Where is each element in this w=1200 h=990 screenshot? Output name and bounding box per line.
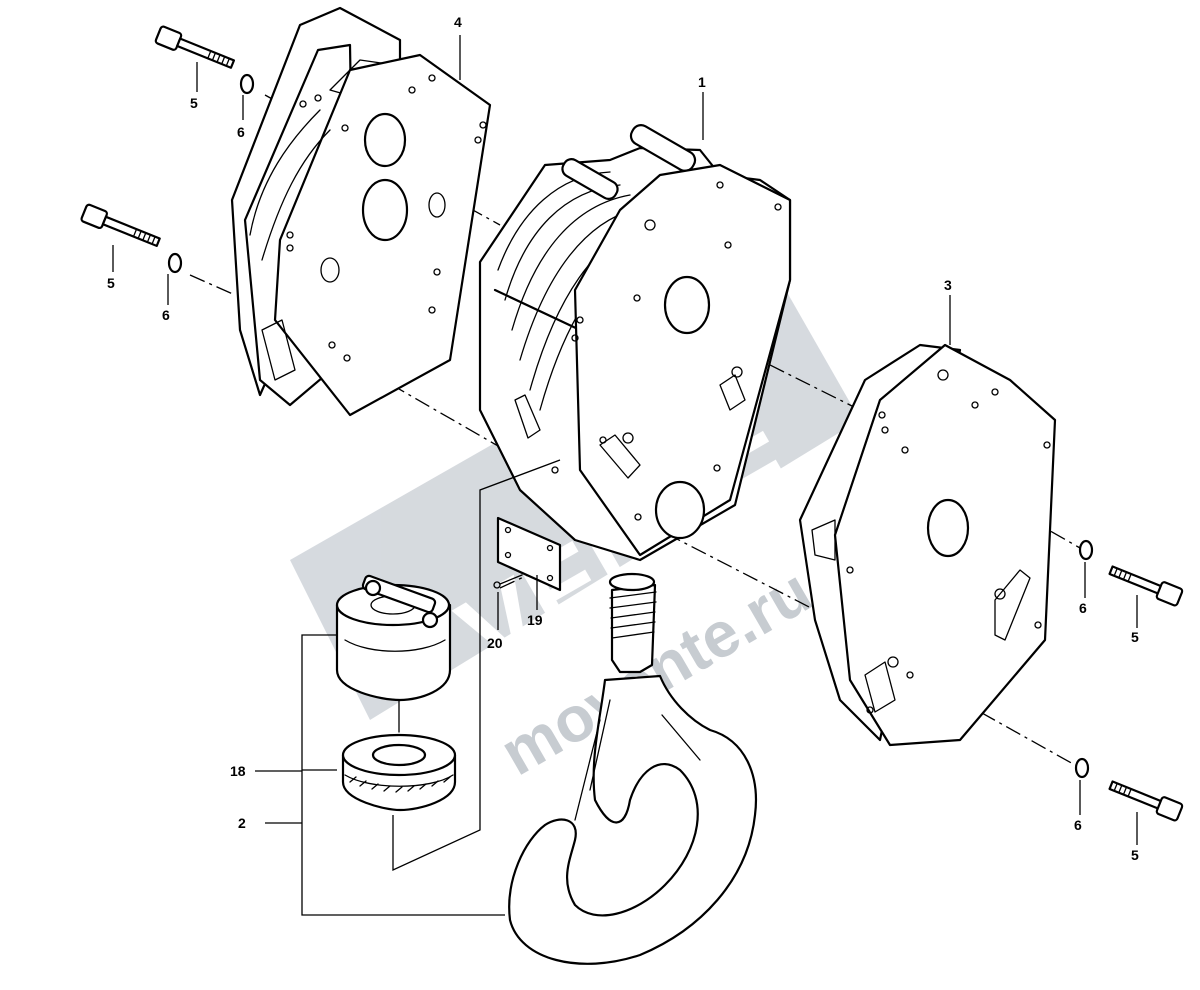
bolt-lower-right <box>1108 780 1184 822</box>
callout-leaders <box>112 35 1138 845</box>
callout-labels: 4 1 3 5 6 5 6 6 5 6 5 19 20 18 2 <box>107 14 1139 863</box>
bolt-upper-left <box>154 25 236 69</box>
callout-4: 4 <box>454 14 462 30</box>
washer-upper-left <box>239 73 255 95</box>
bolt-mid-left <box>80 203 161 248</box>
nameplate-icon <box>493 516 562 592</box>
callout-6a: 6 <box>237 124 245 140</box>
washer-mid-right <box>1078 539 1094 561</box>
thrust-bearing-icon <box>341 699 457 812</box>
callout-20: 20 <box>487 635 503 651</box>
callout-5a: 5 <box>190 95 198 111</box>
side-plate-right-icon <box>798 343 1057 747</box>
callout-19: 19 <box>527 612 543 628</box>
hook-icon <box>508 572 757 965</box>
callout-6d: 6 <box>1074 817 1082 833</box>
washer-mid-left <box>167 252 183 274</box>
callout-1: 1 <box>698 74 706 90</box>
washer-lower-right <box>1074 757 1090 779</box>
callout-6b: 6 <box>162 307 170 323</box>
callout-18: 18 <box>230 763 246 779</box>
callout-3: 3 <box>944 277 952 293</box>
side-plate-left-icon <box>230 6 492 417</box>
callout-5c: 5 <box>1131 629 1139 645</box>
callout-5b: 5 <box>107 275 115 291</box>
sheave-block-icon <box>478 124 792 562</box>
nut-housing-icon <box>335 574 452 702</box>
bolt-mid-right <box>1108 565 1184 607</box>
callout-2: 2 <box>238 815 246 831</box>
callout-5d: 5 <box>1131 847 1139 863</box>
bracket-lines <box>255 459 561 916</box>
callout-6c: 6 <box>1079 600 1087 616</box>
